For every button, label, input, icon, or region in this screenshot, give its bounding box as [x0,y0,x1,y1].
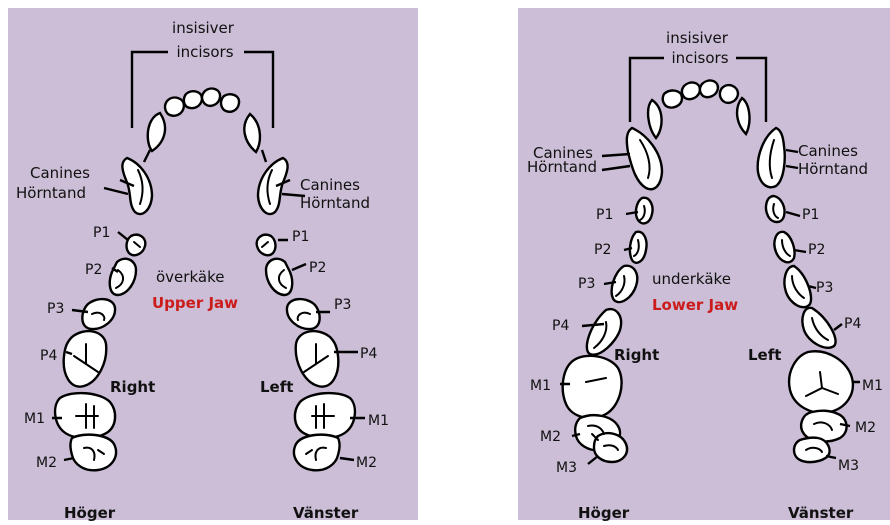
upper-right-p3-label: P3 [47,301,64,317]
lower-incisor-tooth [720,85,738,103]
lower-right-m2-label: M2 [540,429,561,445]
upper-right-m2-label: M2 [36,455,57,471]
lower-left-m3-tooth [794,438,830,462]
lower-left-side-label: Left [748,346,781,364]
upper-left-m2-label: M2 [356,455,377,471]
upper-incisor-tooth [202,89,220,106]
lower-right-p4-label: P4 [552,318,569,334]
upper-incisor-tooth [221,94,239,112]
lower-incisors-english-label: incisors [671,49,728,67]
lower-left-m2-label: M2 [855,420,876,436]
lower-right-p3-label: P3 [578,276,595,292]
upper-left-p2-label: P2 [309,260,326,276]
lower-canines-swedish-right: Hörntand [527,158,597,176]
upper-left-side-swedish-label: Vänster [293,504,359,522]
lower-left-p4-label: P4 [844,316,861,332]
upper-incisors-english-label: incisors [176,43,233,61]
lower-right-p1-label: P1 [596,207,613,223]
lower-left-p2-label: P2 [808,242,825,258]
lower-canines-swedish-left: Hörntand [798,160,868,178]
upper-right-p1-label: P1 [93,225,110,241]
upper-jaw-swedish-label: överkäke [156,268,224,286]
upper-right-side-label: Right [110,378,155,396]
lower-left-p3-label: P3 [816,280,833,296]
upper-right-p1-tooth [127,235,146,255]
lower-right-side-swedish-label: Höger [578,504,630,522]
upper-jaw-english-label: Upper Jaw [152,294,238,312]
lower-jaw-panel: insisiver incisors [518,8,890,522]
upper-right-p4-label: P4 [40,348,57,364]
lower-incisor-tooth [700,81,718,98]
lower-left-side-swedish-label: Vänster [788,504,854,522]
upper-left-p1-tooth [257,235,276,255]
lower-right-m1-label: M1 [530,378,551,394]
upper-right-m1-label: M1 [24,411,45,427]
lower-right-m3-tooth [594,433,627,462]
upper-canines-swedish-right: Hörntand [16,184,86,202]
lower-incisor-tooth [682,83,700,100]
lower-left-m3-label: M3 [838,458,859,474]
lower-right-m3-label: M3 [556,460,577,476]
lower-left-p1-label: P1 [802,207,819,223]
upper-left-side-label: Left [260,378,293,396]
upper-incisors-swedish-label: insisiver [172,19,235,37]
upper-left-p4-label: P4 [360,346,377,362]
upper-incisor-tooth [165,98,184,116]
lower-canines-english-left: Canines [798,142,858,160]
upper-canines-english-left: Canines [300,176,360,194]
lower-incisors-swedish-label: insisiver [666,29,729,47]
lower-right-p2-label: P2 [594,242,611,258]
upper-jaw-panel: insisiver incisors [8,8,418,522]
lower-right-side-label: Right [614,346,659,364]
lower-incisor-tooth [663,91,682,108]
lower-jaw-english-label: Lower Jaw [652,296,738,314]
upper-canines-swedish-left: Hörntand [300,194,370,212]
upper-right-side-swedish-label: Höger [64,504,116,522]
upper-incisor-tooth [184,91,202,108]
upper-left-p3-label: P3 [334,297,351,313]
lower-jaw-swedish-label: underkäke [652,270,731,288]
lower-left-p1-tooth [766,196,785,222]
upper-canines-english-right: Canines [30,164,90,182]
upper-left-m1-label: M1 [368,413,389,429]
upper-right-p2-label: P2 [85,262,102,278]
lower-left-m1-label: M1 [862,378,883,394]
lower-right-m1-tooth [563,356,622,418]
upper-left-p1-label: P1 [292,229,309,245]
